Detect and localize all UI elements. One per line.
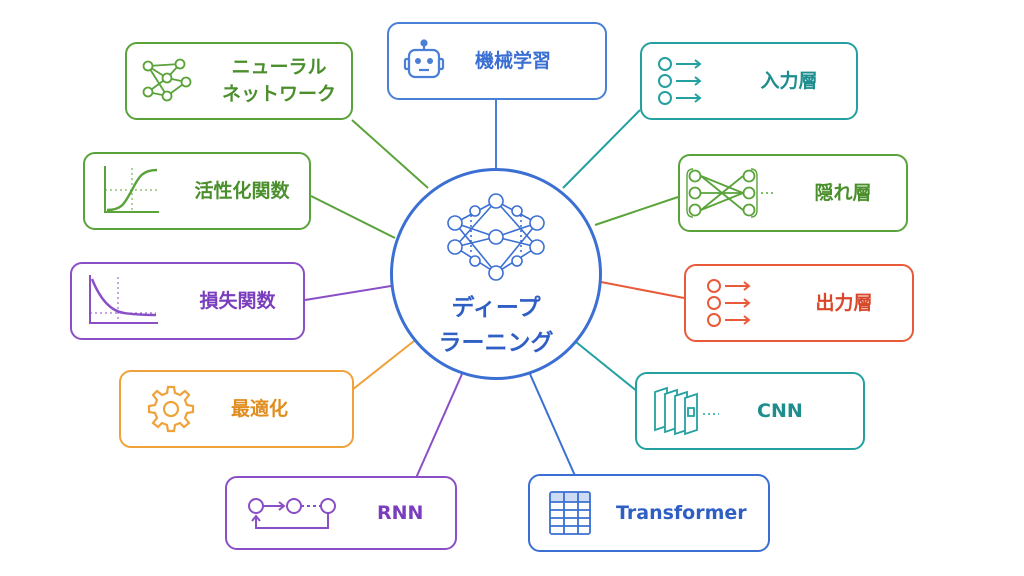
connector-cnn: [575, 341, 639, 393]
connector-opt: [351, 340, 415, 391]
node-activation-function[interactable]: 活性化関数: [83, 152, 311, 230]
node-neural-network[interactable]: ニューラル ネットワーク: [125, 42, 353, 120]
neural-network-icon: [142, 58, 192, 102]
node-label: 損失関数: [199, 289, 276, 312]
connector-act: [310, 195, 396, 239]
node-hidden-layer[interactable]: 隠れ層: [678, 154, 908, 232]
node-label: 隠れ層: [814, 181, 872, 204]
node-label: CNN: [757, 399, 803, 422]
node-transformer[interactable]: Transformer: [528, 474, 770, 552]
hidden-layer-icon: [686, 168, 775, 218]
neural-network-icon: [447, 193, 545, 281]
connector-transformer: [529, 373, 577, 479]
output-layer-icon: [707, 279, 751, 327]
node-loss-function[interactable]: 損失関数: [70, 262, 305, 340]
center-label: ディープ ラーニング: [438, 295, 554, 356]
connector-rnn: [415, 373, 463, 479]
connector-input: [562, 109, 641, 189]
node-label: 最適化: [231, 397, 289, 420]
rnn-loop-icon: [248, 498, 336, 529]
node-label: ニューラル ネットワーク: [221, 56, 336, 105]
node-label: RNN: [377, 501, 424, 524]
node-optimization[interactable]: 最適化: [119, 370, 354, 448]
node-label: 活性化関数: [194, 179, 290, 202]
node-output-layer[interactable]: 出力層: [684, 264, 914, 342]
node-cnn[interactable]: CNN: [635, 372, 865, 450]
sigmoid-curve-icon: [104, 166, 159, 213]
node-rnn[interactable]: RNN: [225, 476, 457, 550]
node-machine-learning[interactable]: 機械学習: [387, 22, 607, 100]
connector-nn: [351, 119, 429, 189]
node-label: 出力層: [815, 291, 873, 314]
loss-curve-icon: [89, 275, 158, 324]
gear-icon: [147, 385, 195, 433]
node-input-layer[interactable]: 入力層: [640, 42, 858, 120]
connector-hidden: [594, 196, 679, 226]
node-label: Transformer: [616, 501, 747, 524]
node-label: 機械学習: [475, 49, 552, 72]
connector-loss: [304, 285, 392, 301]
input-layer-icon: [658, 57, 702, 105]
connector-output: [600, 281, 685, 299]
cnn-feature-maps-icon: [654, 386, 719, 436]
node-label: 入力層: [760, 69, 818, 92]
center-node-deep-learning[interactable]: ディープ ラーニング: [390, 168, 602, 380]
transformer-blocks-icon: [549, 491, 591, 535]
robot-icon: [403, 39, 445, 79]
